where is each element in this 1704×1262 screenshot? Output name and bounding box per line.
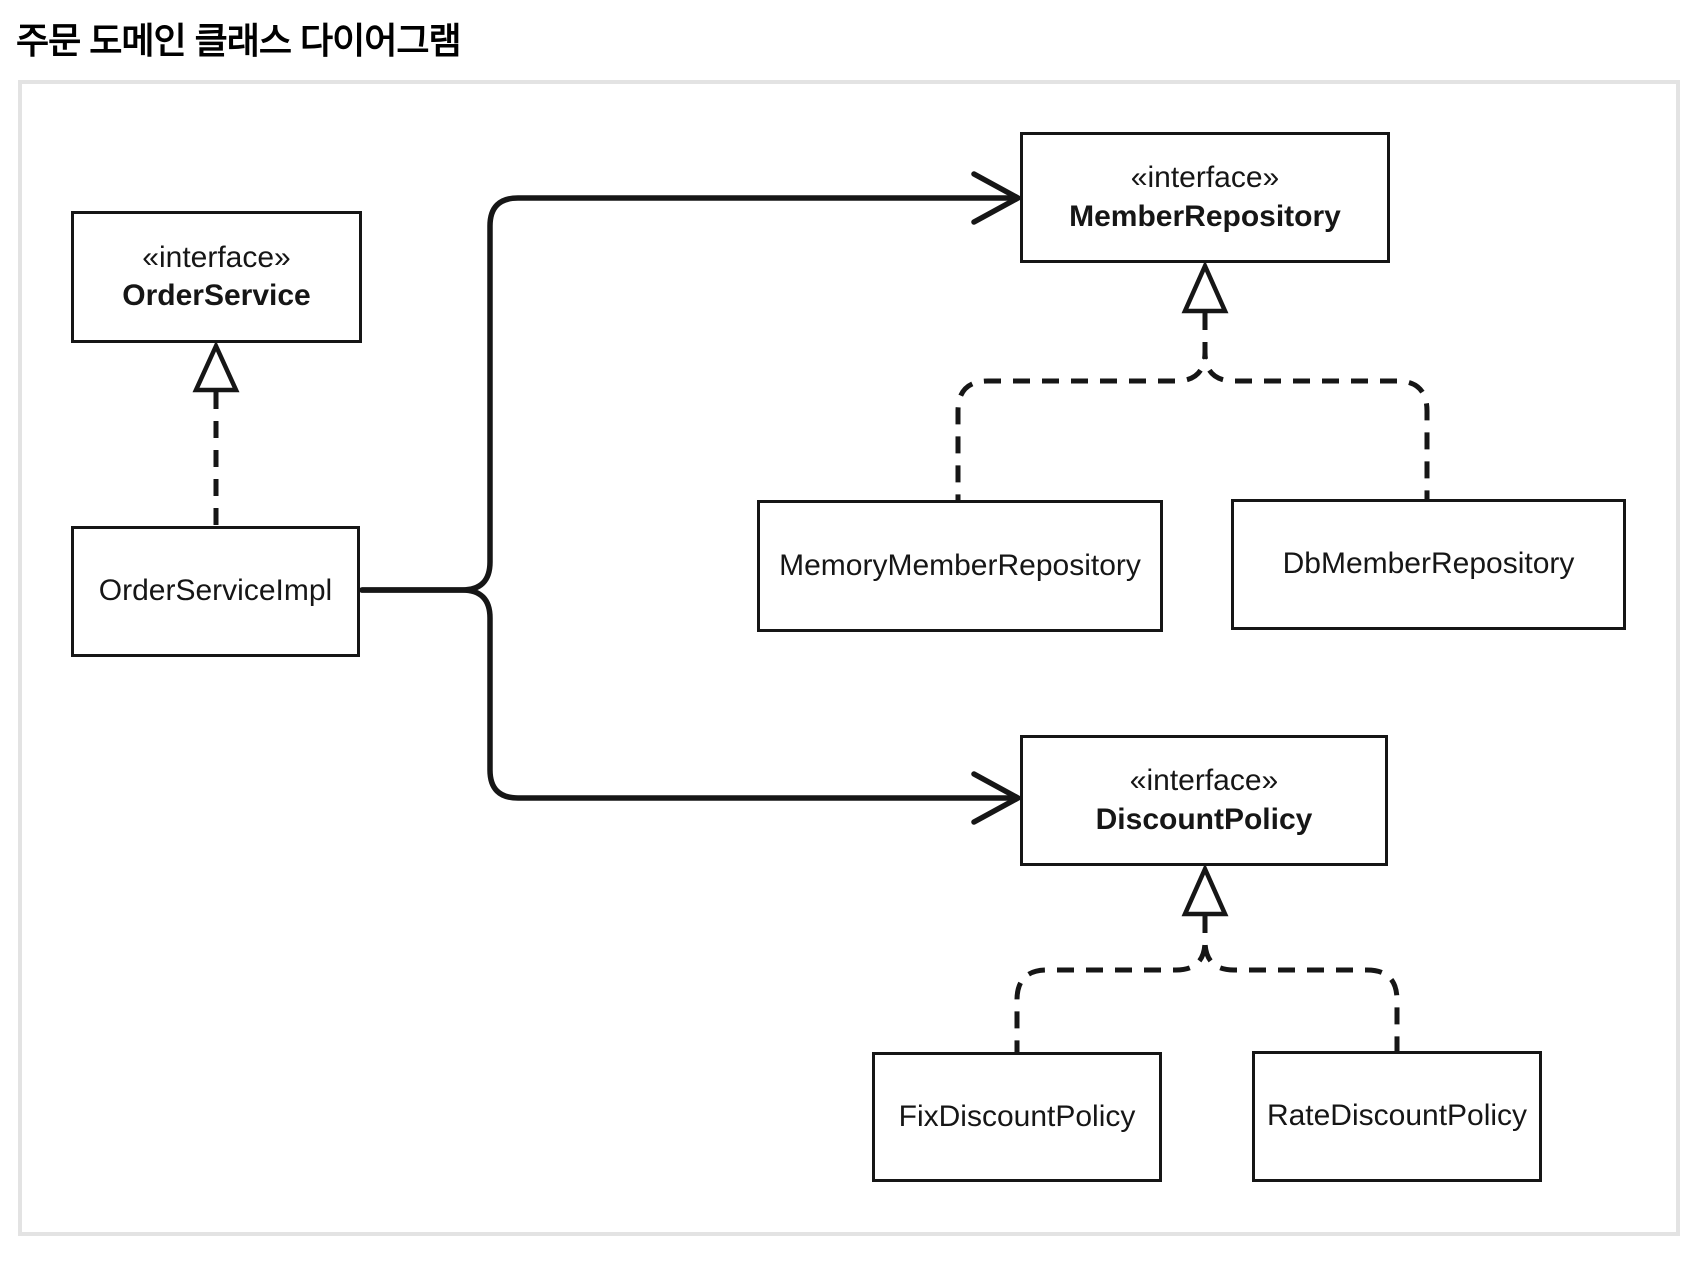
class-name-label: RateDiscountPolicy	[1266, 1099, 1528, 1133]
class-box-fix-discount-policy: FixDiscountPolicy	[872, 1052, 1162, 1182]
stereotype-label: «interface»	[1129, 764, 1279, 798]
realization-line-dbmemberrepository-memberrepository	[1202, 313, 1430, 499]
dependency-line-orderserviceimpl-discountpolicy	[359, 587, 1015, 801]
class-name-label: OrderServiceImpl	[98, 574, 333, 608]
open-arrowhead-memberrepository-icon	[971, 171, 1021, 225]
class-box-db-member-repository: DbMemberRepository	[1231, 499, 1626, 630]
realization-line-memorymemberrepository-memberrepository	[955, 313, 1208, 500]
class-name-label: FixDiscountPolicy	[898, 1099, 1136, 1133]
hollow-triangle-orderservice-icon	[192, 340, 240, 393]
class-name-label: DiscountPolicy	[1095, 802, 1313, 836]
class-name-label: MemberRepository	[1069, 199, 1341, 233]
class-name-label: MemoryMemberRepository	[779, 548, 1141, 582]
realization-line-fixdiscountpolicy-discountpolicy	[1014, 916, 1208, 1052]
dependency-line-orderserviceimpl-memberrepository	[359, 195, 1015, 593]
stereotype-label: «interface»	[1130, 161, 1280, 195]
class-box-rate-discount-policy: RateDiscountPolicy	[1252, 1051, 1542, 1182]
open-arrowhead-discountpolicy-icon	[971, 771, 1021, 825]
class-name-label: OrderService	[122, 279, 311, 312]
hollow-triangle-discountpolicy-icon	[1181, 863, 1229, 917]
class-box-memory-member-repository: MemoryMemberRepository	[757, 500, 1163, 632]
stereotype-label: «interface»	[142, 240, 291, 274]
page-title: 주문 도메인 클래스 다이어그램	[16, 20, 462, 61]
hollow-triangle-memberrepository-icon	[1181, 260, 1229, 314]
class-box-discount-policy: «interface» DiscountPolicy	[1020, 735, 1388, 866]
class-name-label: DbMemberRepository	[1282, 547, 1575, 581]
class-box-order-service-impl: OrderServiceImpl	[71, 526, 360, 657]
class-box-order-service: «interface» OrderService	[71, 211, 362, 343]
class-box-member-repository: «interface» MemberRepository	[1020, 132, 1390, 263]
realization-line-ratediscountpolicy-discountpolicy	[1202, 916, 1400, 1051]
